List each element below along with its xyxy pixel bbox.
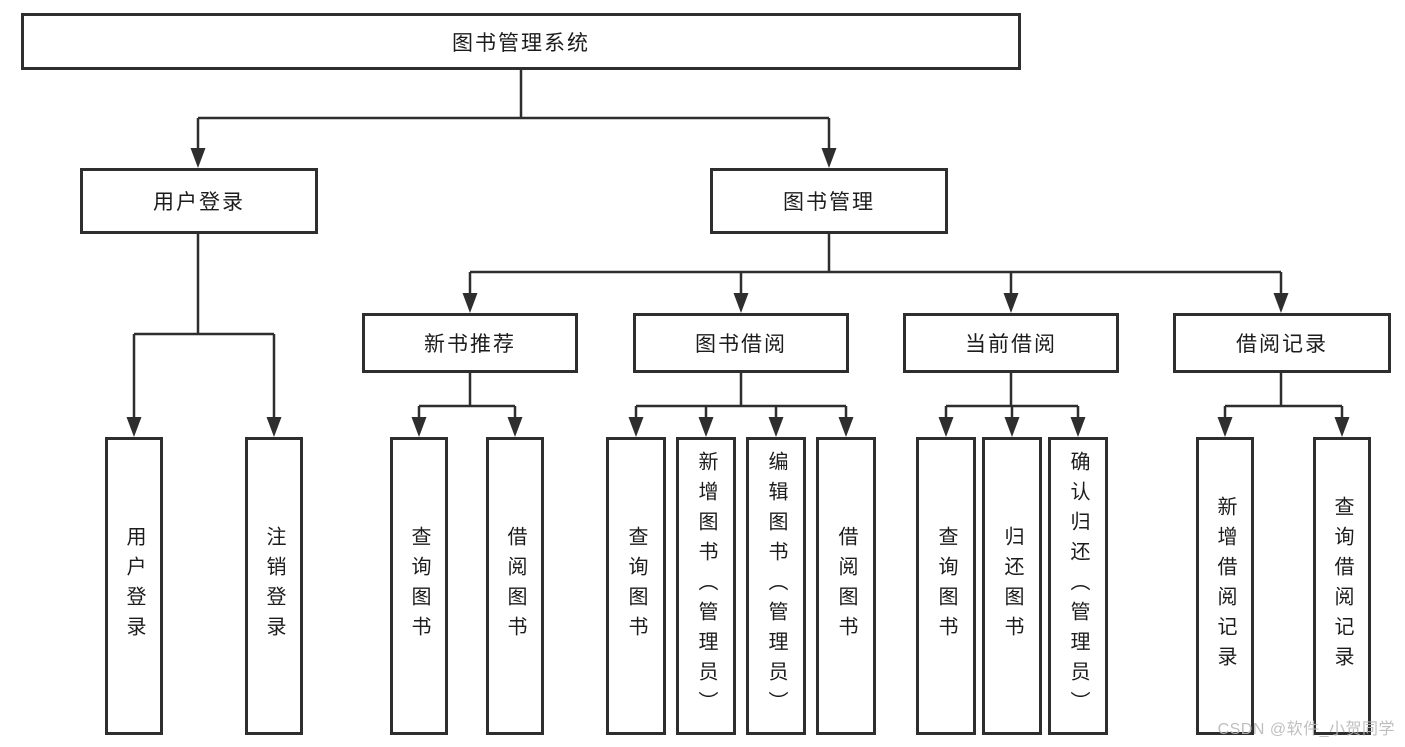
arrow-down-icon (1334, 417, 1350, 437)
csdn-watermark: CSDN @软件_小贺同学 (1217, 721, 1395, 738)
node-current-borrowing: 当前借阅 (903, 313, 1119, 373)
node-label: 查询图书 (408, 526, 430, 646)
arrow-down-icon (628, 417, 644, 437)
node-label: 借阅图书 (504, 526, 526, 646)
arrow-down-icon (938, 417, 954, 437)
leaf-borrow-books: 借阅图书 (816, 437, 876, 735)
node-label: 查询图书 (935, 526, 957, 646)
leaf-add-book-admin: 新增图书（管理员） (676, 437, 736, 735)
node-label: 借阅记录 (1236, 333, 1328, 356)
node-library-management-system: 图书管理系统 (21, 13, 1021, 70)
arrow-down-icon (1004, 417, 1020, 437)
leaf-return-books: 归还图书 (982, 437, 1042, 735)
arrow-down-icon (507, 417, 523, 437)
node-label: 查询借阅记录 (1331, 496, 1353, 676)
leaf-confirm-return-admin: 确认归还（管理员） (1048, 437, 1108, 735)
arrow-down-icon (1273, 293, 1289, 313)
node-label: 归还图书 (1001, 526, 1023, 646)
arrow-down-icon (1217, 417, 1233, 437)
node-user-login: 用户登录 (80, 168, 318, 234)
connector-path (132, 70, 1344, 419)
node-label: 图书管理系统 (452, 31, 590, 55)
arrow-down-icon (821, 148, 837, 168)
node-book-management: 图书管理 (710, 168, 948, 234)
arrow-down-icon (768, 417, 784, 437)
node-label: 图书借阅 (695, 333, 787, 356)
node-label: 图书管理 (783, 191, 875, 214)
arrow-down-icon (733, 293, 749, 313)
leaf-logout: 注销登录 (245, 437, 303, 735)
node-borrowing-records: 借阅记录 (1173, 313, 1391, 373)
arrow-down-icon (838, 417, 854, 437)
arrow-down-icon (190, 148, 206, 168)
arrow-down-icon (1003, 293, 1019, 313)
arrow-down-icon (411, 417, 427, 437)
node-new-book-recommendation: 新书推荐 (362, 313, 578, 373)
leaf-search-books: 查询图书 (390, 437, 448, 735)
arrow-down-icon (698, 417, 714, 437)
node-label: 新增借阅记录 (1214, 496, 1236, 676)
arrow-down-icon (266, 417, 282, 437)
node-label: 确认归还（管理员） (1067, 451, 1089, 721)
node-label: 注销登录 (263, 526, 285, 646)
node-label: 新增图书（管理员） (695, 451, 717, 721)
leaf-search-books: 查询图书 (916, 437, 976, 735)
leaf-search-books: 查询图书 (606, 437, 666, 735)
node-book-borrowing: 图书借阅 (633, 313, 849, 373)
leaf-borrow-books: 借阅图书 (486, 437, 544, 735)
arrow-down-icon (462, 293, 478, 313)
arrow-down-icon (126, 417, 142, 437)
leaf-user-login: 用户登录 (105, 437, 163, 735)
node-label: 用户登录 (153, 191, 245, 214)
node-label: 新书推荐 (424, 333, 516, 356)
leaf-add-borrow-record: 新增借阅记录 (1196, 437, 1254, 735)
node-label: 查询图书 (625, 526, 647, 646)
leaf-search-borrow-record: 查询借阅记录 (1313, 437, 1371, 735)
node-label: 编辑图书（管理员） (765, 451, 787, 721)
node-label: 当前借阅 (965, 333, 1057, 356)
node-label: 借阅图书 (835, 526, 857, 646)
node-label: 用户登录 (123, 526, 145, 646)
arrow-down-icon (1070, 417, 1086, 437)
leaf-edit-book-admin: 编辑图书（管理员） (746, 437, 806, 735)
